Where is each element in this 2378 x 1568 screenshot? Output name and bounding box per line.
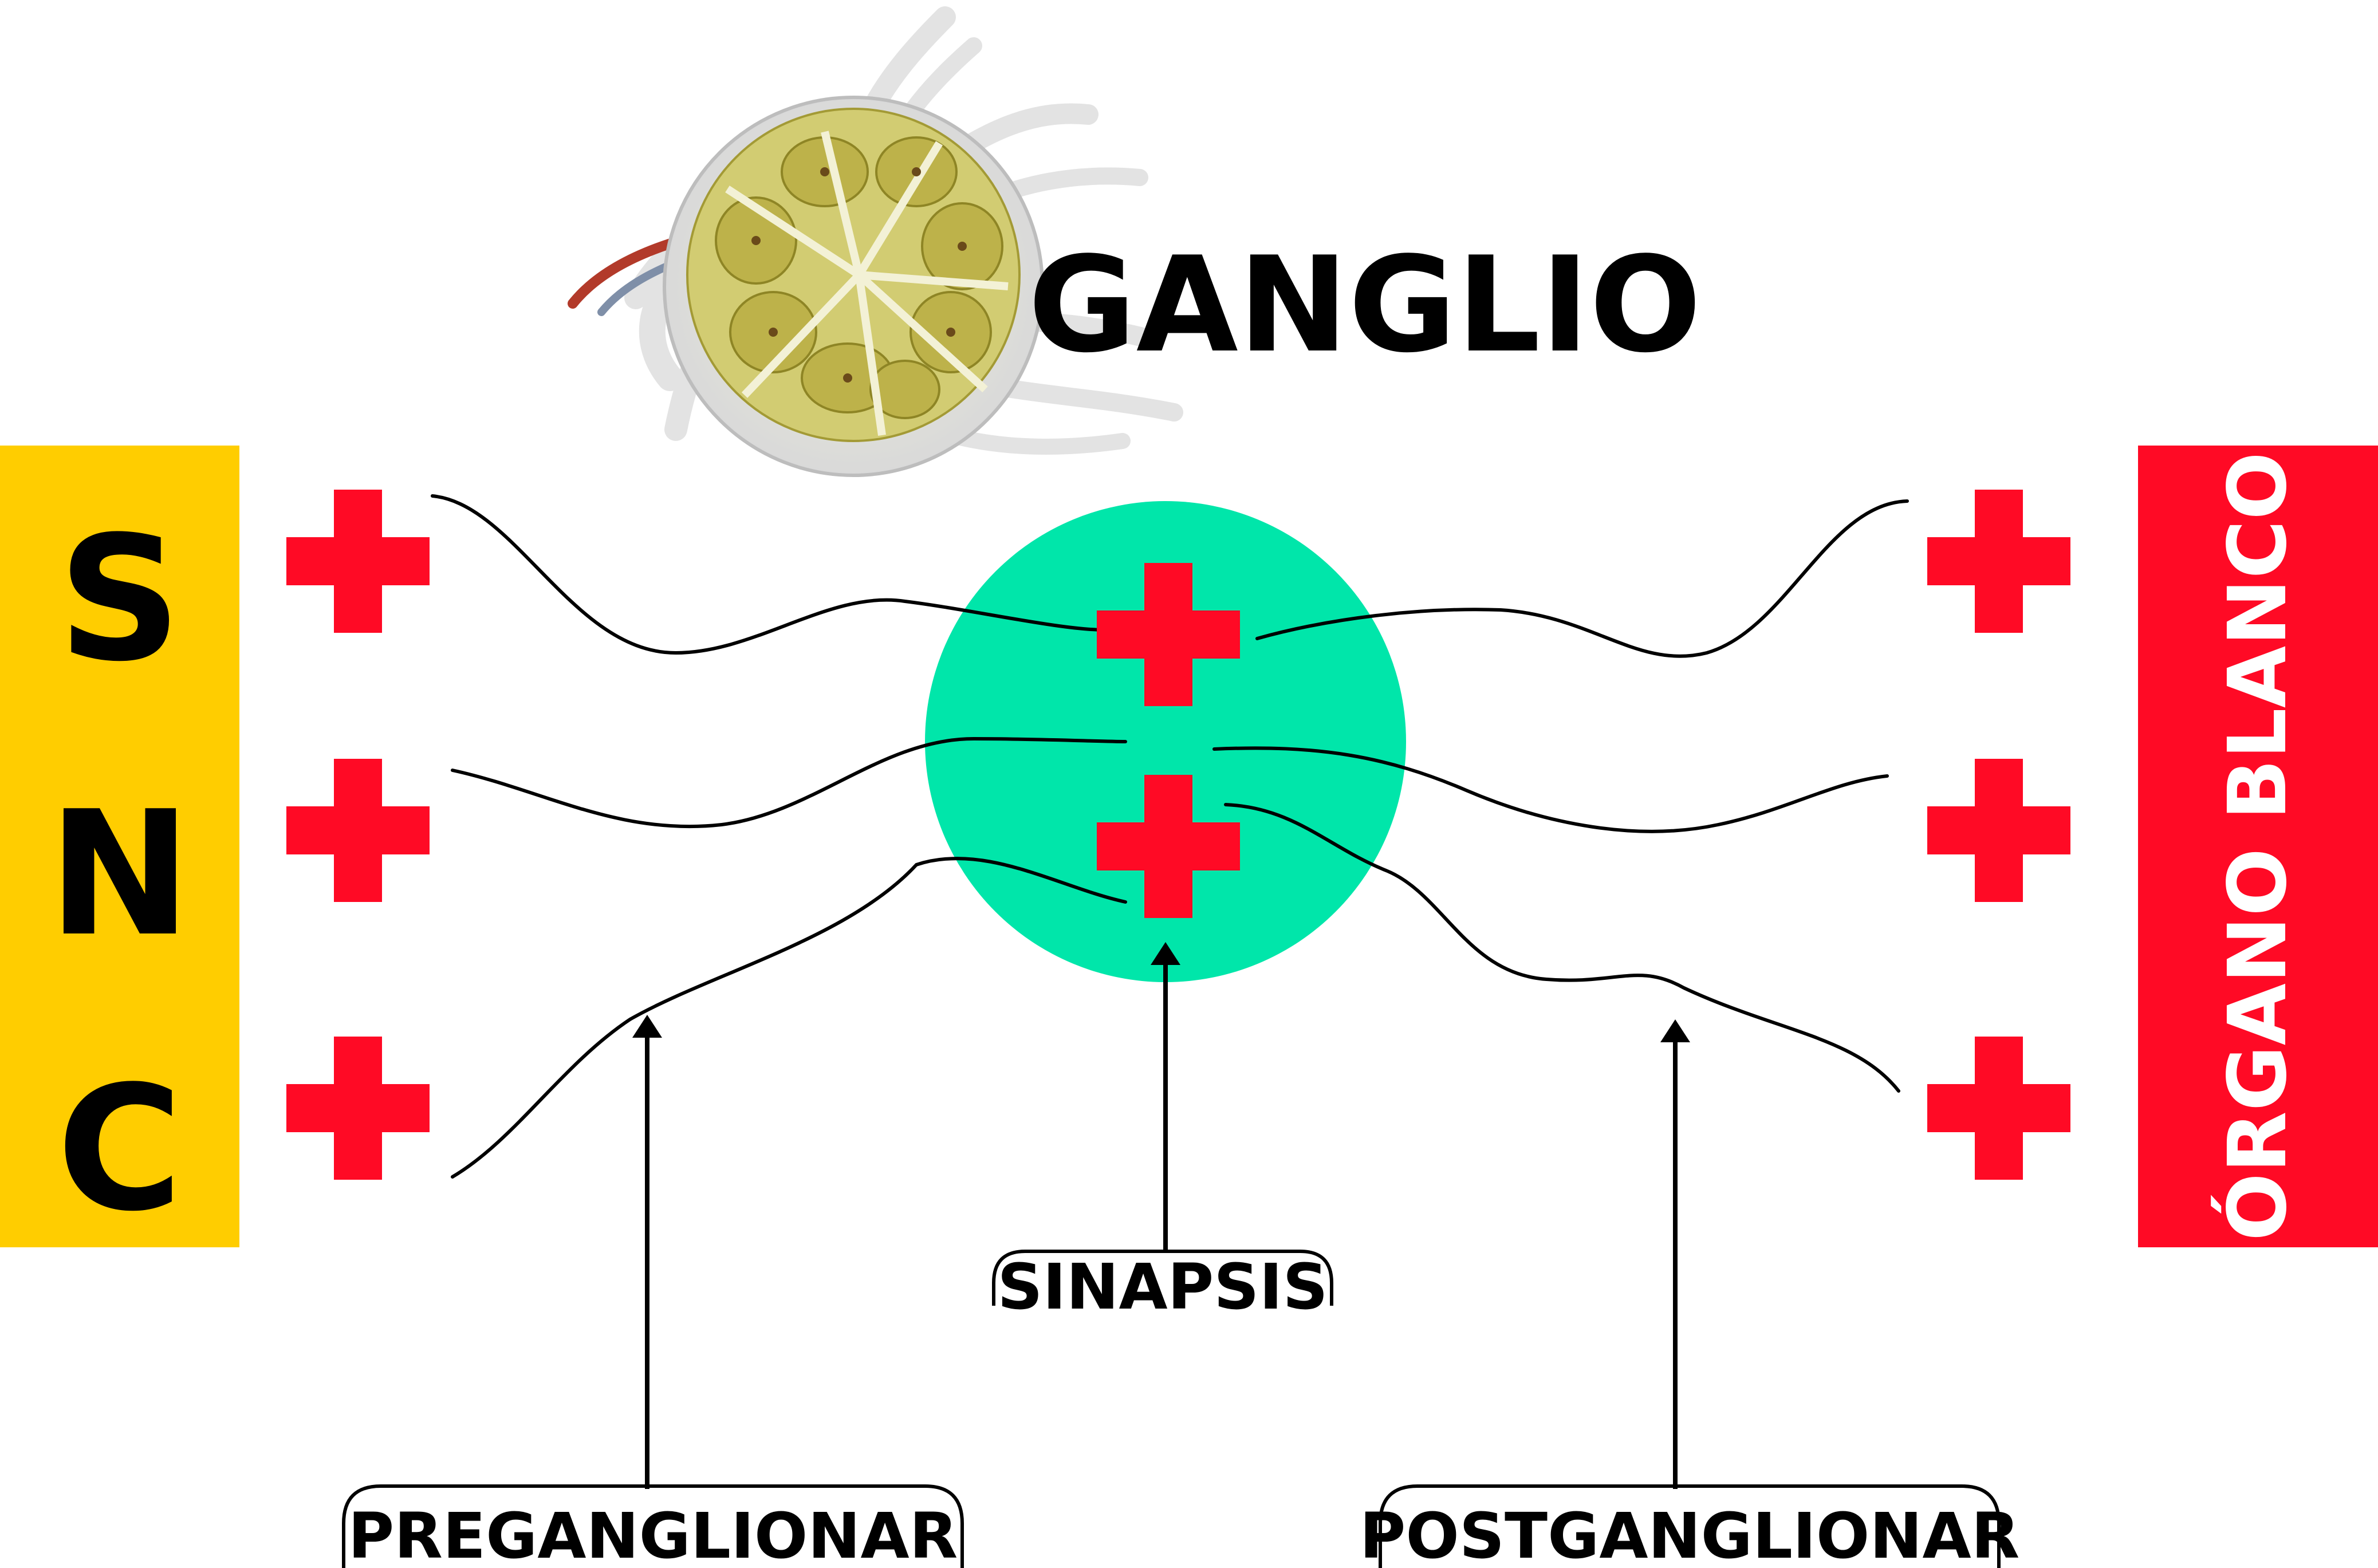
- cross-organ-top: [1927, 490, 2070, 633]
- postganglionic-label: POSTGANGLIONAR: [1360, 1499, 2020, 1568]
- label-brackets: [342, 1250, 2001, 1568]
- cross-snc-top: [286, 490, 430, 633]
- cross-snc-bottom: [286, 1037, 430, 1180]
- target-organ-label: ÓRGANO BLANCO: [2210, 452, 2305, 1241]
- ganglion-illustration: [568, 6, 1183, 477]
- preganglionic-label: PREGANGLIONAR: [348, 1499, 958, 1568]
- cross-organ-middle: [1927, 759, 2070, 902]
- pointer-arrows: [632, 942, 1690, 1489]
- ganglion-node: [925, 501, 1406, 982]
- preganglionic-fiber-1: [431, 494, 1107, 655]
- synapse-label: SINAPSIS: [997, 1250, 1328, 1323]
- nerve-fibers: [431, 494, 1909, 1179]
- cross-markers: [286, 490, 2070, 1180]
- snc-panel: S N C: [0, 446, 239, 1249]
- diagram-title: GANGLIO: [1028, 229, 1702, 382]
- target-organ-panel: ÓRGANO BLANCO: [2138, 446, 2378, 1247]
- snc-letter-c: C: [57, 1049, 183, 1249]
- cross-snc-middle: [286, 759, 430, 902]
- cross-organ-bottom: [1927, 1037, 2070, 1180]
- postganglionic-fiber-3: [1224, 803, 1900, 1093]
- preganglionic-fiber-3: [451, 857, 1127, 1179]
- snc-letter-s: S: [58, 499, 182, 699]
- preganglionic-fiber-2: [451, 736, 1127, 829]
- postganglionic-fiber-2: [1212, 746, 1889, 833]
- postganglionic-fiber-1: [1255, 499, 1909, 658]
- snc-letter-n: N: [48, 774, 191, 974]
